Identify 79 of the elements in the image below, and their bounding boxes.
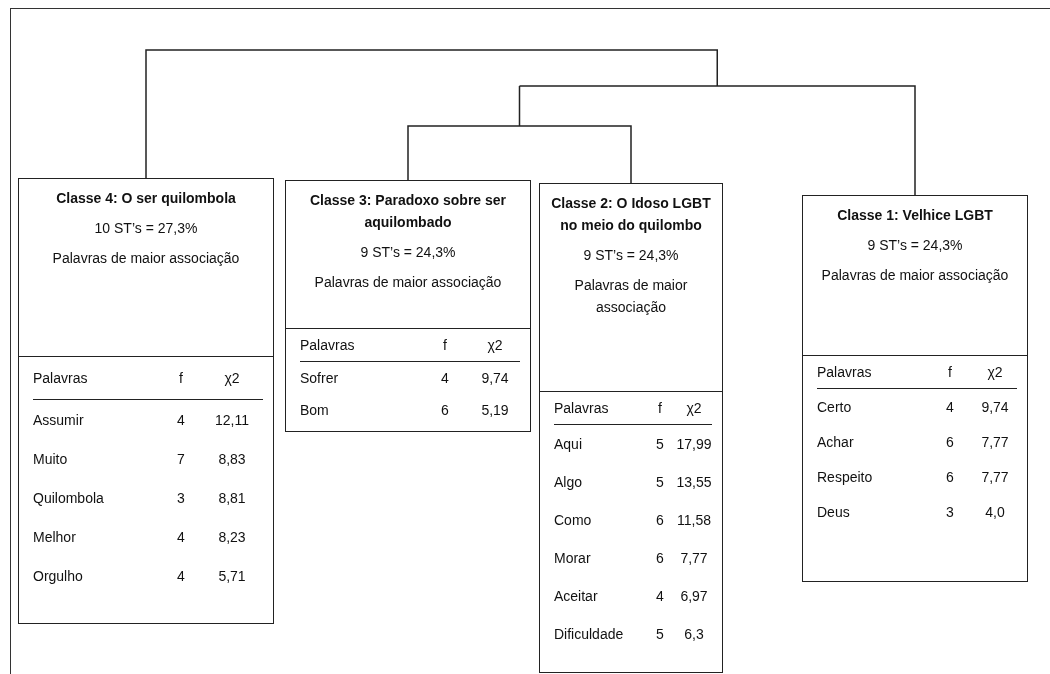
word-cell-text: Sofrer [300,369,340,388]
class-box [802,195,1028,582]
word-cell-text: Orgulho [33,566,84,586]
chi-square-cell-text: 17,99 [676,435,712,454]
chi-square-cell-text: 9,74 [480,369,510,388]
word-cell-text: Muito [33,449,69,469]
column-header: χ2 [676,392,712,425]
column-header: Palavras [554,392,644,425]
class-title: Classe 3: Paradoxo sobre ser aquilombado [308,191,508,232]
class-title: Classe 1: Velhice LGBT [837,206,993,225]
column-header: Palavras [33,357,161,400]
section-heading: Palavras de maior associação [314,273,502,292]
frequency-cell-text: 6 [655,511,665,530]
class-box [18,178,274,624]
column-header: Palavras [300,329,420,362]
word-cell-text: Morar [554,549,592,568]
section-heading: Palavras de maior associação [52,249,240,268]
frequency-cell-text: 5 [655,625,665,644]
word-cell-text: Assumir [33,410,85,430]
frequency-cell-text: 6 [945,467,955,487]
word-cell-text: Dificuldade [554,625,625,644]
frequency-cell-text: 6 [440,401,450,420]
word-cell-text: Deus [817,502,851,522]
frequency-cell-text: 6 [655,549,665,568]
class-box [285,180,531,432]
frequency-cell-text: 4 [176,566,186,586]
class-title: Classe 4: O ser quilombola [56,189,236,208]
word-cell-text: Algo [554,473,584,492]
frequency-cell-text: 5 [655,435,665,454]
section-heading: Palavras de maior associação [573,276,689,317]
chi-square-cell-text: 9,74 [980,397,1010,417]
class-title: Classe 2: O Idoso LGBT no meio do quilombo [550,194,712,235]
frequency-cell-text: 3 [945,502,955,522]
word-cell-text: Achar [817,432,855,452]
chi-square-cell-text: 8,83 [217,449,247,469]
word-cell-text: Quilombola [33,488,105,508]
word-cell-text: Aqui [554,435,584,454]
column-header: Palavras [817,356,927,389]
word-cell-text: Como [554,511,593,530]
word-cell-text: Melhor [33,527,77,547]
share-stat: 9 ST’s = 24,3% [360,243,456,262]
column-header: χ2 [470,329,520,362]
chi-square-cell-text: 7,77 [679,549,709,568]
frequency-cell-text: 4 [176,527,186,547]
class-box [539,183,723,673]
share-stat: 10 ST’s = 27,3% [94,219,198,238]
chi-square-cell-text: 5,19 [480,401,510,420]
column-header: χ2 [973,356,1017,389]
chi-square-cell-text: 5,71 [217,566,247,586]
frequency-cell-text: 5 [655,473,665,492]
share-stat: 9 ST’s = 24,3% [867,236,963,255]
frequency-cell-text: 4 [945,397,955,417]
frequency-cell-text: 4 [176,410,186,430]
frequency-cell-text: 6 [945,432,955,452]
chi-square-cell-text: 8,81 [217,488,247,508]
chi-square-cell-text: 4,0 [984,502,1006,522]
column-header: f [644,392,676,425]
frequency-cell-text: 4 [655,587,665,606]
chi-square-cell-text: 6,97 [679,587,709,606]
chi-square-cell-text: 12,11 [214,410,250,430]
chi-square-cell-text: 11,58 [676,511,712,530]
word-cell-text: Bom [300,401,330,420]
chi-square-cell-text: 6,3 [683,625,705,644]
frequency-cell-text: 7 [176,449,186,469]
word-cell-text: Respeito [817,467,874,487]
chi-square-cell-text: 7,77 [980,467,1010,487]
column-header: f [927,356,973,389]
column-header: f [161,357,201,400]
chi-square-cell-text: 13,55 [676,473,712,492]
word-cell-text: Aceitar [554,587,599,606]
frequency-cell-text: 3 [176,488,186,508]
column-header: f [420,329,470,362]
word-cell-text: Certo [817,397,853,417]
share-stat: 9 ST’s = 24,3% [583,246,679,265]
chi-square-cell-text: 7,77 [980,432,1010,452]
chi-square-cell-text: 8,23 [217,527,247,547]
frequency-cell-text: 4 [440,369,450,388]
column-header: χ2 [201,357,263,400]
section-heading: Palavras de maior associação [821,266,1009,285]
